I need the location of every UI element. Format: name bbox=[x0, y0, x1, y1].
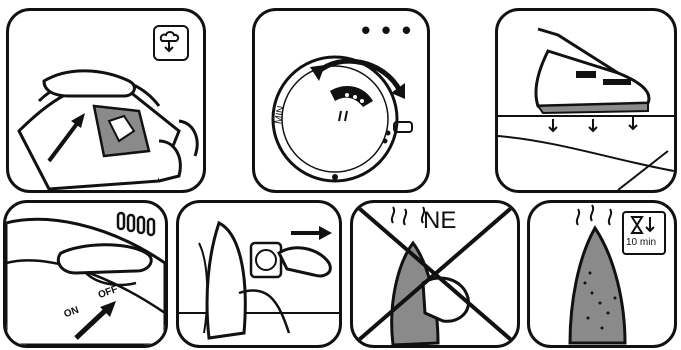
timer-label: 10 min bbox=[626, 237, 656, 248]
switch-off-illustration bbox=[6, 203, 165, 345]
steam-burst-icon bbox=[153, 25, 189, 61]
dial-dots: • • • bbox=[361, 15, 413, 46]
panel-do-not-touch: NE bbox=[350, 200, 520, 348]
hourglass-icon bbox=[624, 213, 660, 237]
panel-steam-burst bbox=[6, 8, 206, 193]
panel-switch-off: ON OFF bbox=[3, 200, 168, 348]
warning-label: NE bbox=[423, 207, 456, 235]
timer-box: 10 min bbox=[622, 211, 666, 255]
dial-dash-mark bbox=[393, 121, 413, 133]
panel-cool-down: 10 min bbox=[527, 200, 677, 348]
panel-iron-heel-rest bbox=[495, 8, 677, 193]
panel-unplug bbox=[176, 200, 342, 348]
panel-temperature-dial: • • • MIN bbox=[252, 8, 430, 193]
unplug-illustration bbox=[179, 203, 339, 345]
iron-heel-rest-illustration bbox=[498, 11, 674, 190]
